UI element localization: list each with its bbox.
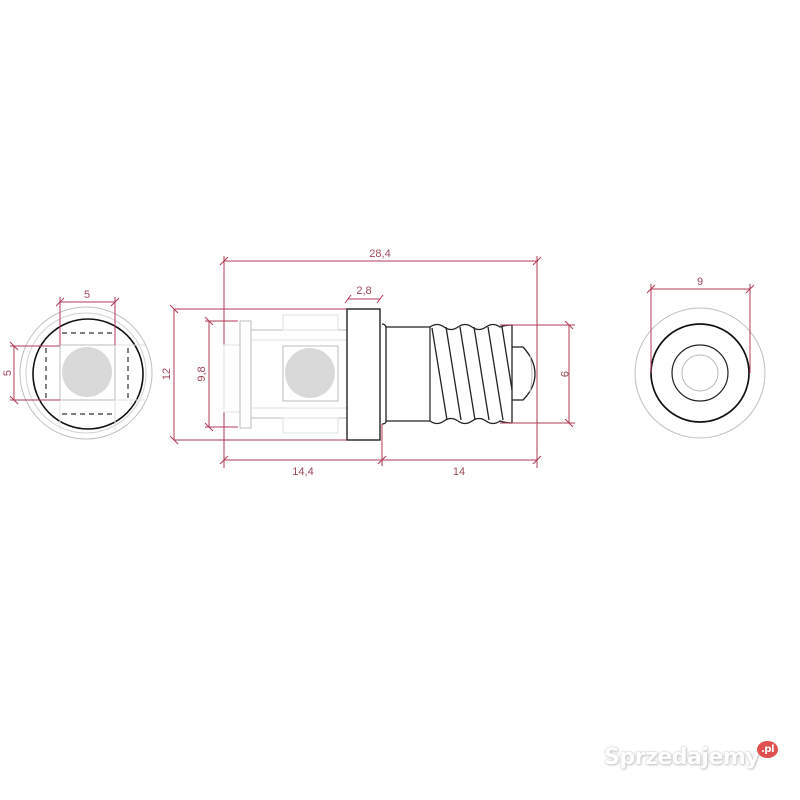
dimension-thread-diameter-label: 9 bbox=[558, 371, 570, 377]
head-endplate bbox=[239, 320, 252, 429]
side-led-dome bbox=[285, 348, 335, 398]
dimension-height-inner bbox=[204, 316, 238, 432]
flange-circle bbox=[634, 307, 766, 439]
dimension-head-length-label: 14,4 bbox=[292, 466, 313, 478]
thread bbox=[429, 323, 513, 425]
watermark-tld-badge: .pl bbox=[757, 741, 778, 758]
watermark-brand: Sprzedajemy bbox=[604, 745, 760, 770]
contact-circle bbox=[671, 344, 729, 402]
flange bbox=[346, 308, 381, 441]
base-neck bbox=[381, 323, 387, 425]
side-view: 28,4 2,8 12 9,8 bbox=[161, 248, 575, 478]
dimension-thread-diameter bbox=[500, 320, 575, 428]
left-view: 5 5 bbox=[2, 289, 153, 440]
thread-circle bbox=[650, 323, 750, 423]
dimension-overall-length bbox=[219, 256, 542, 468]
dimension-base-length-label: 14 bbox=[453, 466, 465, 478]
right-view: 9 bbox=[634, 276, 766, 439]
dimension-flange-label: 2,8 bbox=[356, 285, 371, 297]
dimension-height-outer-label: 12 bbox=[161, 368, 173, 380]
inner-circle bbox=[25, 312, 147, 434]
watermark-logo: Sprzedajemy.pl bbox=[604, 741, 778, 770]
led-square bbox=[59, 344, 116, 401]
dimension-height-inner-label: 9,8 bbox=[196, 366, 208, 381]
body-circle bbox=[32, 318, 144, 430]
outer-circle bbox=[19, 306, 153, 440]
dimension-height-label: 5 bbox=[2, 370, 14, 376]
dimension-diameter-label: 9 bbox=[697, 276, 703, 288]
dimension-width-label: 5 bbox=[84, 289, 90, 301]
dimension-overall-length-label: 28,4 bbox=[369, 248, 390, 260]
dimension-base-lengths bbox=[219, 424, 542, 466]
dimension-height-5 bbox=[9, 341, 60, 405]
led-dome bbox=[62, 347, 112, 397]
dimension-diameter bbox=[646, 284, 755, 373]
side-led-square bbox=[282, 345, 339, 402]
dimension-flange bbox=[344, 294, 384, 304]
dimension-height-outer bbox=[169, 304, 347, 445]
tip-circle bbox=[681, 354, 719, 392]
tip-contact bbox=[512, 346, 536, 401]
dimension-width-5 bbox=[55, 297, 120, 345]
